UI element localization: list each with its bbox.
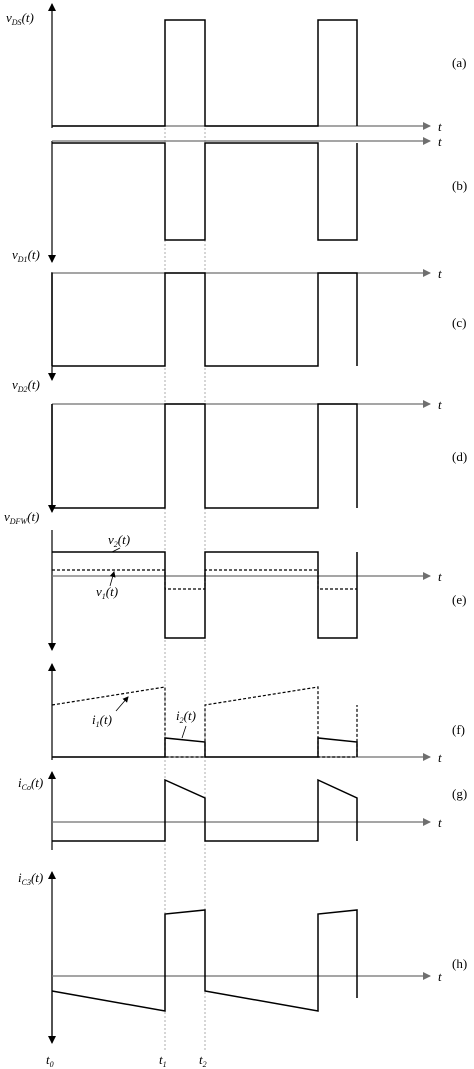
panel-a-t-label: t	[438, 119, 442, 134]
panel-c-tag: (c)	[452, 315, 466, 330]
panel-g: iCo(t) t (g)	[18, 771, 467, 850]
v1-waveform	[52, 569, 357, 590]
panel-b-waveform	[52, 142, 358, 241]
i1-label: i1(t)	[92, 712, 112, 729]
panel-f-tag: (f)	[452, 722, 465, 737]
v1-label: v1(t)	[96, 584, 118, 601]
v2-pointer	[111, 547, 121, 553]
i2-pointer	[181, 725, 187, 739]
vds-waveform	[52, 19, 358, 127]
panel-h: iC3(t) t (h)	[18, 870, 467, 1044]
vd2-waveform	[51, 403, 358, 509]
panel-b: t (b)	[48, 134, 467, 263]
panel-e-tag: (e)	[452, 592, 466, 607]
panel-e: vDFW(t) t (e) v2(t) v1(t)	[4, 509, 466, 651]
panel-a: vDS(t) t (a)	[6, 3, 466, 134]
panel-f-t-label: t	[438, 750, 442, 765]
panel-d-t-label: t	[438, 397, 442, 412]
panel-d: vD2(t) t (d)	[12, 377, 467, 513]
ico-label: iCo(t)	[18, 775, 43, 792]
i1-waveform	[51, 686, 358, 758]
vds-label: vDS(t)	[6, 10, 34, 27]
ic3-label: iC3(t)	[18, 870, 43, 887]
i2-waveform	[52, 737, 358, 758]
t1-label: t1	[159, 1052, 167, 1069]
panel-h-tag: (h)	[452, 956, 467, 971]
panel-e-t-label: t	[438, 569, 442, 584]
v1-pointer	[109, 571, 116, 587]
panel-c: vD1(t) t (c)	[12, 247, 466, 381]
vd2-label: vD2(t)	[12, 377, 40, 394]
panel-f: t (f) i1(t) i2(t)	[48, 663, 465, 765]
panel-b-t-label: t	[438, 134, 442, 149]
i1-pointer	[115, 696, 129, 712]
panel-b-tag: (b)	[452, 178, 467, 193]
ic3-waveform	[51, 909, 358, 1012]
vd1-waveform	[51, 272, 358, 367]
t0-label: t0	[46, 1052, 54, 1069]
panel-d-tag: (d)	[452, 449, 467, 464]
panel-h-t-label: t	[438, 969, 442, 984]
i2-label: i2(t)	[176, 708, 196, 725]
v2-label: v2(t)	[108, 532, 130, 549]
t2-label: t2	[199, 1052, 207, 1069]
panel-c-t-label: t	[438, 266, 442, 281]
ico-waveform	[52, 778, 358, 842]
panel-g-t-label: t	[438, 815, 442, 830]
vdfw-label: vDFW(t)	[4, 509, 39, 526]
v2-waveform	[52, 551, 358, 639]
panel-a-tag: (a)	[452, 55, 466, 70]
vd1-label: vD1(t)	[12, 247, 40, 264]
panel-g-tag: (g)	[452, 786, 467, 801]
